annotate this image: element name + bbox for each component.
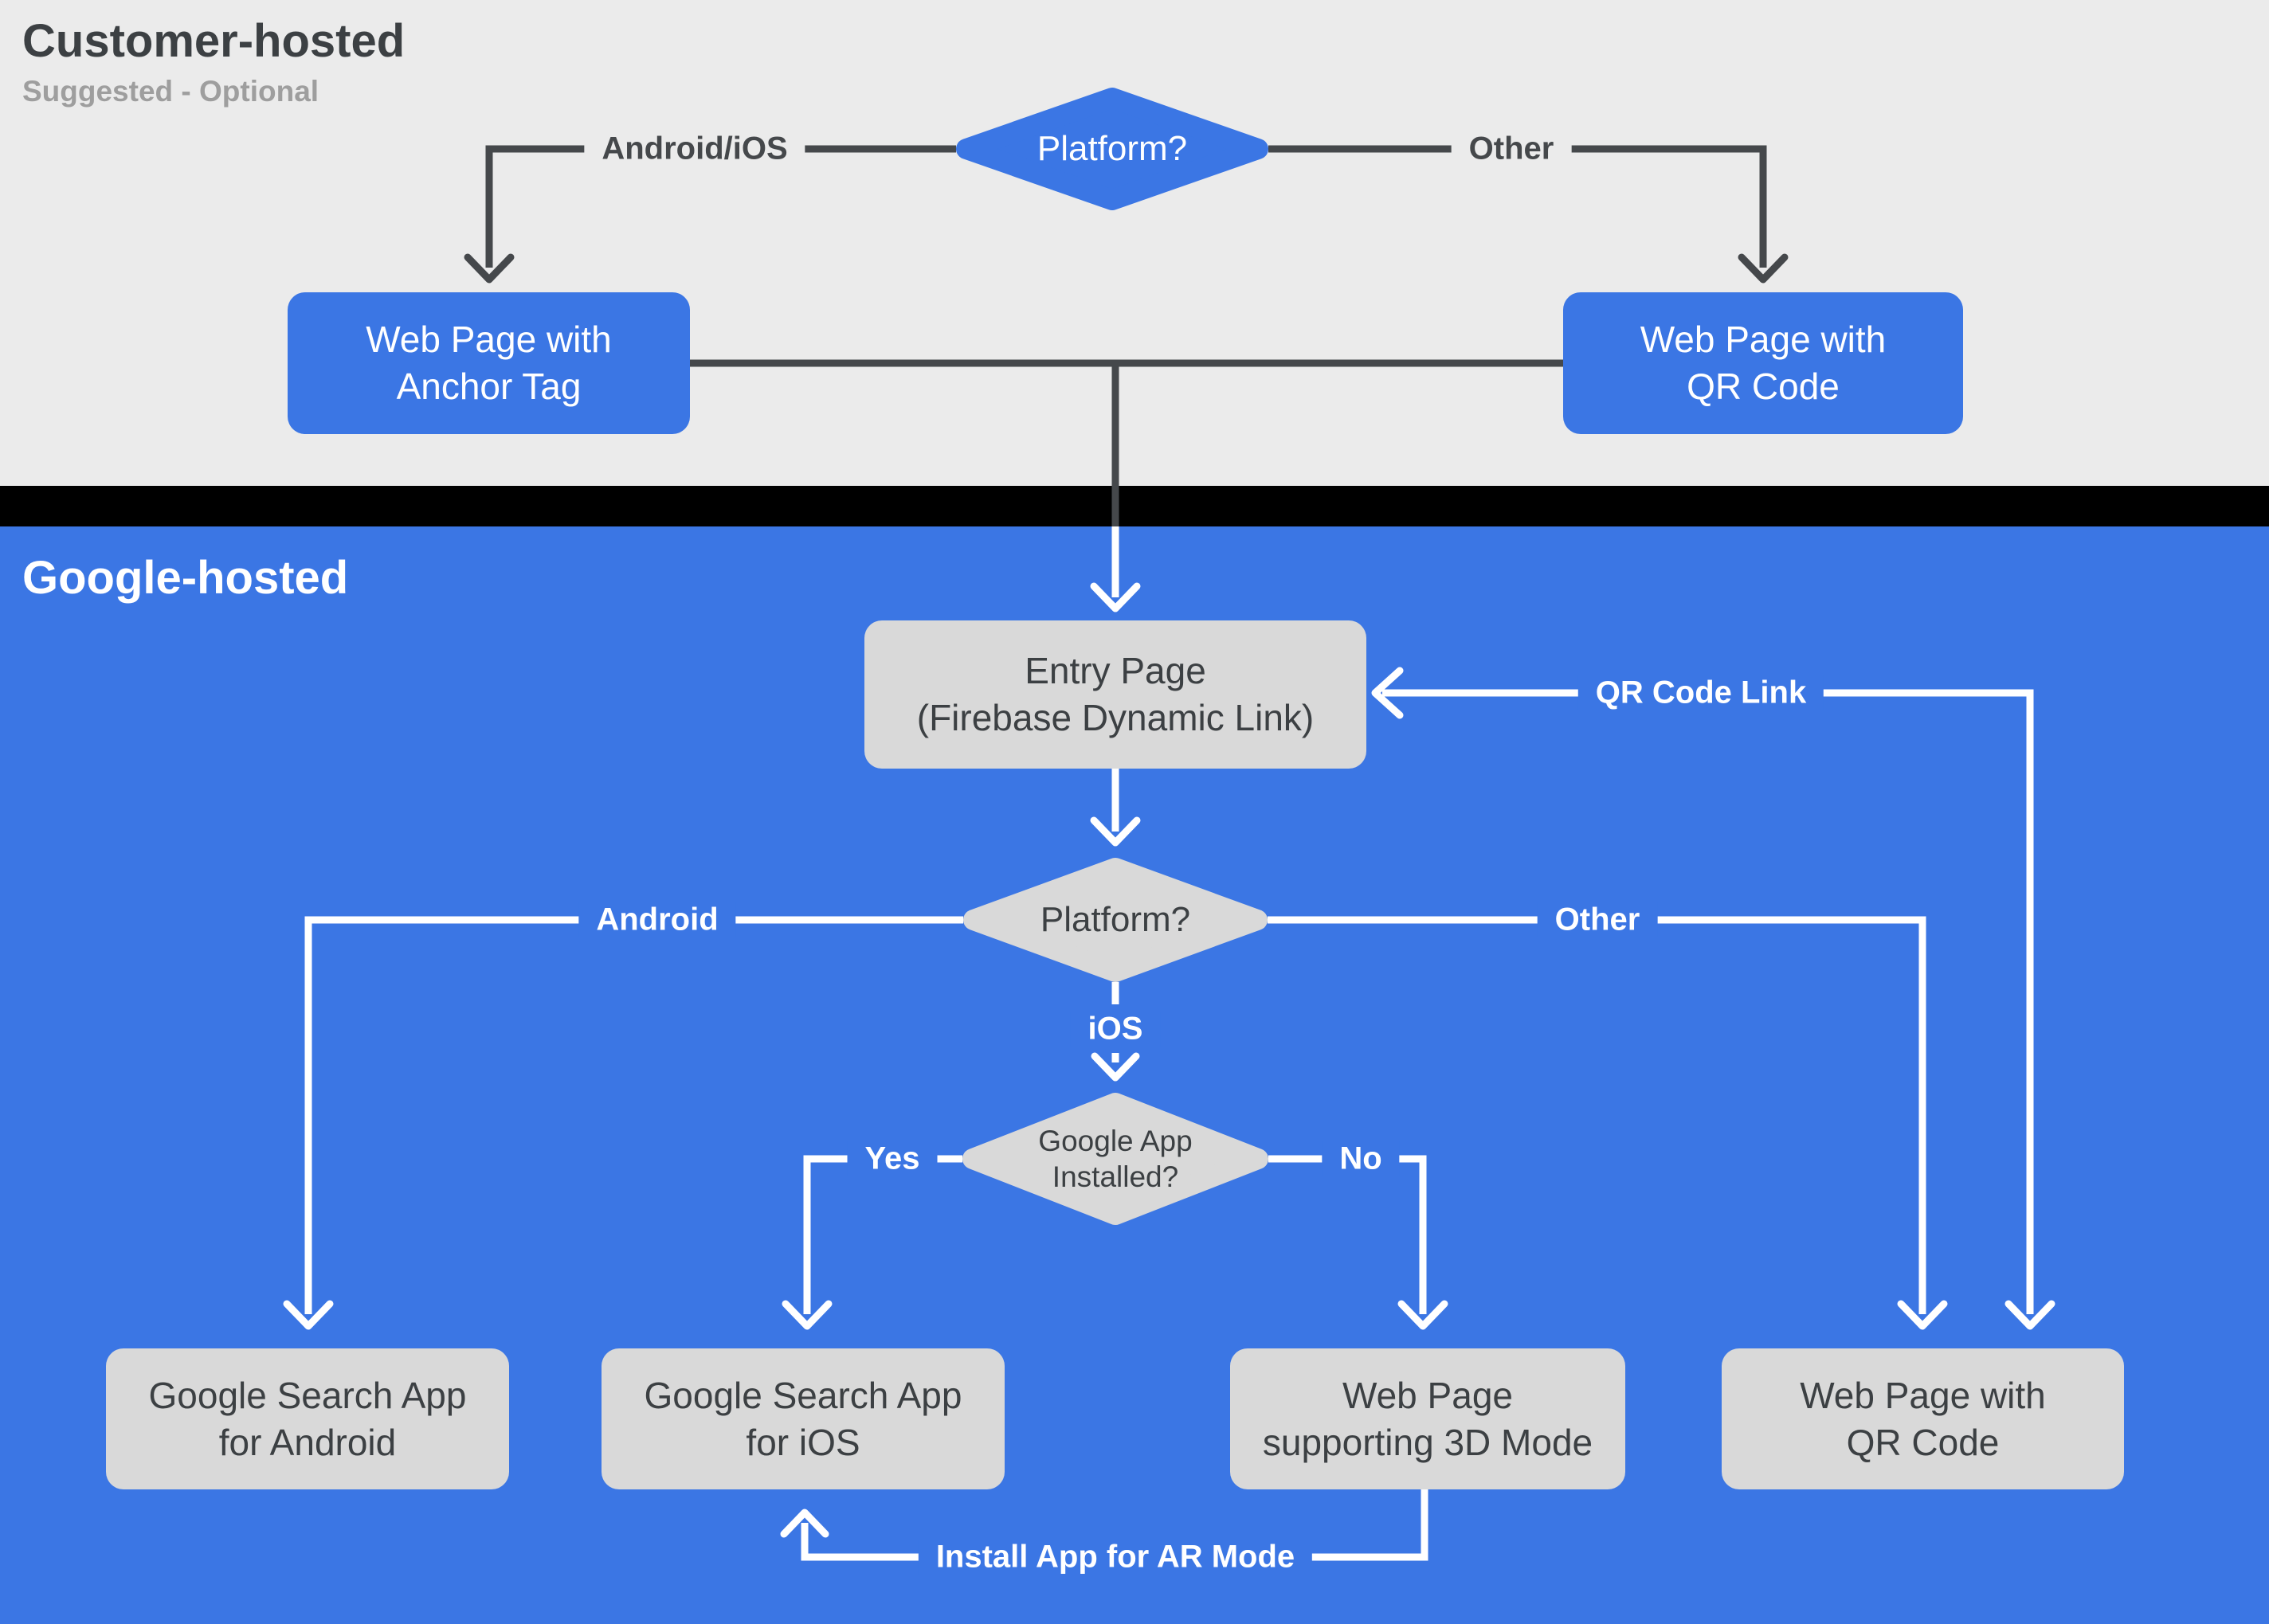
node-text-line1: Web Page with	[1640, 319, 1887, 361]
edge-entry-to-platform	[1090, 769, 1141, 847]
arrow-down-icon	[782, 1300, 833, 1330]
decision-label-line1: Google App	[1038, 1124, 1193, 1157]
edge-label-install-app-ar-mode: Install App for AR Mode	[918, 1539, 1313, 1575]
decision-platform-top-label: Platform?	[1037, 129, 1188, 169]
edge-label-android: Android	[578, 902, 736, 938]
edge-label-other-bottom: Other	[1537, 902, 1658, 938]
edge-yes-to-gsa-ios	[782, 1155, 962, 1330]
node-web-page-3d-mode: Web Page supporting 3D Mode	[1230, 1348, 1625, 1489]
node-web-page-anchor-tag: Web Page with Anchor Tag	[288, 292, 690, 434]
decision-platform-mid-label: Platform?	[1040, 900, 1191, 940]
node-web-page-qr-code-bottom: Web Page with QR Code	[1722, 1348, 2124, 1489]
node-text-line1: Web Page	[1342, 1374, 1513, 1416]
arrow-down-icon	[2004, 1300, 2055, 1330]
arrow-down-icon	[1897, 1300, 1948, 1330]
edge-label-ios: iOS	[1070, 1011, 1161, 1047]
node-text-line1: Entry Page	[1025, 650, 1206, 692]
arrow-down-icon	[1091, 1052, 1140, 1082]
edge-other-to-qr-bottom	[1268, 916, 1948, 1330]
node-text-line2: Anchor Tag	[396, 366, 582, 407]
arrow-down-icon	[1090, 816, 1141, 847]
decision-platform-top-shape	[956, 88, 1268, 210]
edge-ios-to-google-app-installed	[1091, 982, 1140, 1082]
node-entry-page: Entry Page (Firebase Dynamic Link)	[864, 620, 1366, 769]
node-text-line2: supporting 3D Mode	[1262, 1421, 1593, 1463]
arrow-down-icon	[1738, 253, 1789, 284]
node-google-search-app-ios: Google Search App for iOS	[602, 1348, 1005, 1489]
arrow-left-icon	[1371, 667, 1404, 719]
edge-label-android-ios: Android/iOS	[584, 131, 805, 167]
decision-google-app-installed-label: Google App Installed?	[1038, 1123, 1192, 1195]
arrow-down-icon	[464, 253, 515, 284]
node-text-line1: Google Search App	[148, 1374, 467, 1416]
arrow-down-icon	[283, 1300, 334, 1330]
node-text-line2: for Android	[218, 1421, 397, 1463]
edge-qr-code-link	[1371, 667, 2055, 1330]
node-web-page-qr-code-top: Web Page with QR Code	[1563, 292, 1963, 434]
edge-no-to-web-3d	[1268, 1155, 1448, 1330]
edge-label-no: No	[1322, 1141, 1400, 1177]
decision-platform-mid-shape	[963, 858, 1268, 982]
customer-hosted-title: Customer-hosted	[22, 15, 406, 67]
node-text-line2: QR Code	[1846, 1421, 2000, 1463]
edge-label-yes: Yes	[847, 1141, 938, 1177]
edge-platform-to-anchor-tag	[464, 145, 956, 284]
node-text-line1: Web Page with	[1800, 1374, 2046, 1416]
edge-label-other-top: Other	[1451, 131, 1572, 167]
node-text-line2: QR Code	[1687, 366, 1840, 407]
arrow-up-icon	[780, 1509, 829, 1538]
edge-platform-to-qr-top	[1268, 145, 1789, 284]
node-text-line1: Web Page with	[366, 319, 612, 361]
edge-android-to-gsa-android	[283, 916, 963, 1330]
decision-label-line2: Installed?	[1052, 1160, 1179, 1193]
customer-hosted-subtitle: Suggested - Optional	[22, 75, 319, 108]
edge-boxes-to-entry-page	[690, 359, 1563, 612]
node-text-line1: Google Search App	[644, 1374, 962, 1416]
arrow-down-icon	[1090, 582, 1141, 612]
node-text-line2: (Firebase Dynamic Link)	[916, 697, 1315, 738]
node-google-search-app-android: Google Search App for Android	[106, 1348, 509, 1489]
decision-google-app-installed-shape	[962, 1093, 1268, 1225]
arrow-down-icon	[1397, 1300, 1448, 1330]
section-divider-bar	[0, 486, 2269, 526]
google-hosted-title: Google-hosted	[22, 552, 349, 604]
node-text-line2: for iOS	[746, 1421, 860, 1463]
edge-label-qr-code-link: QR Code Link	[1577, 675, 1824, 711]
